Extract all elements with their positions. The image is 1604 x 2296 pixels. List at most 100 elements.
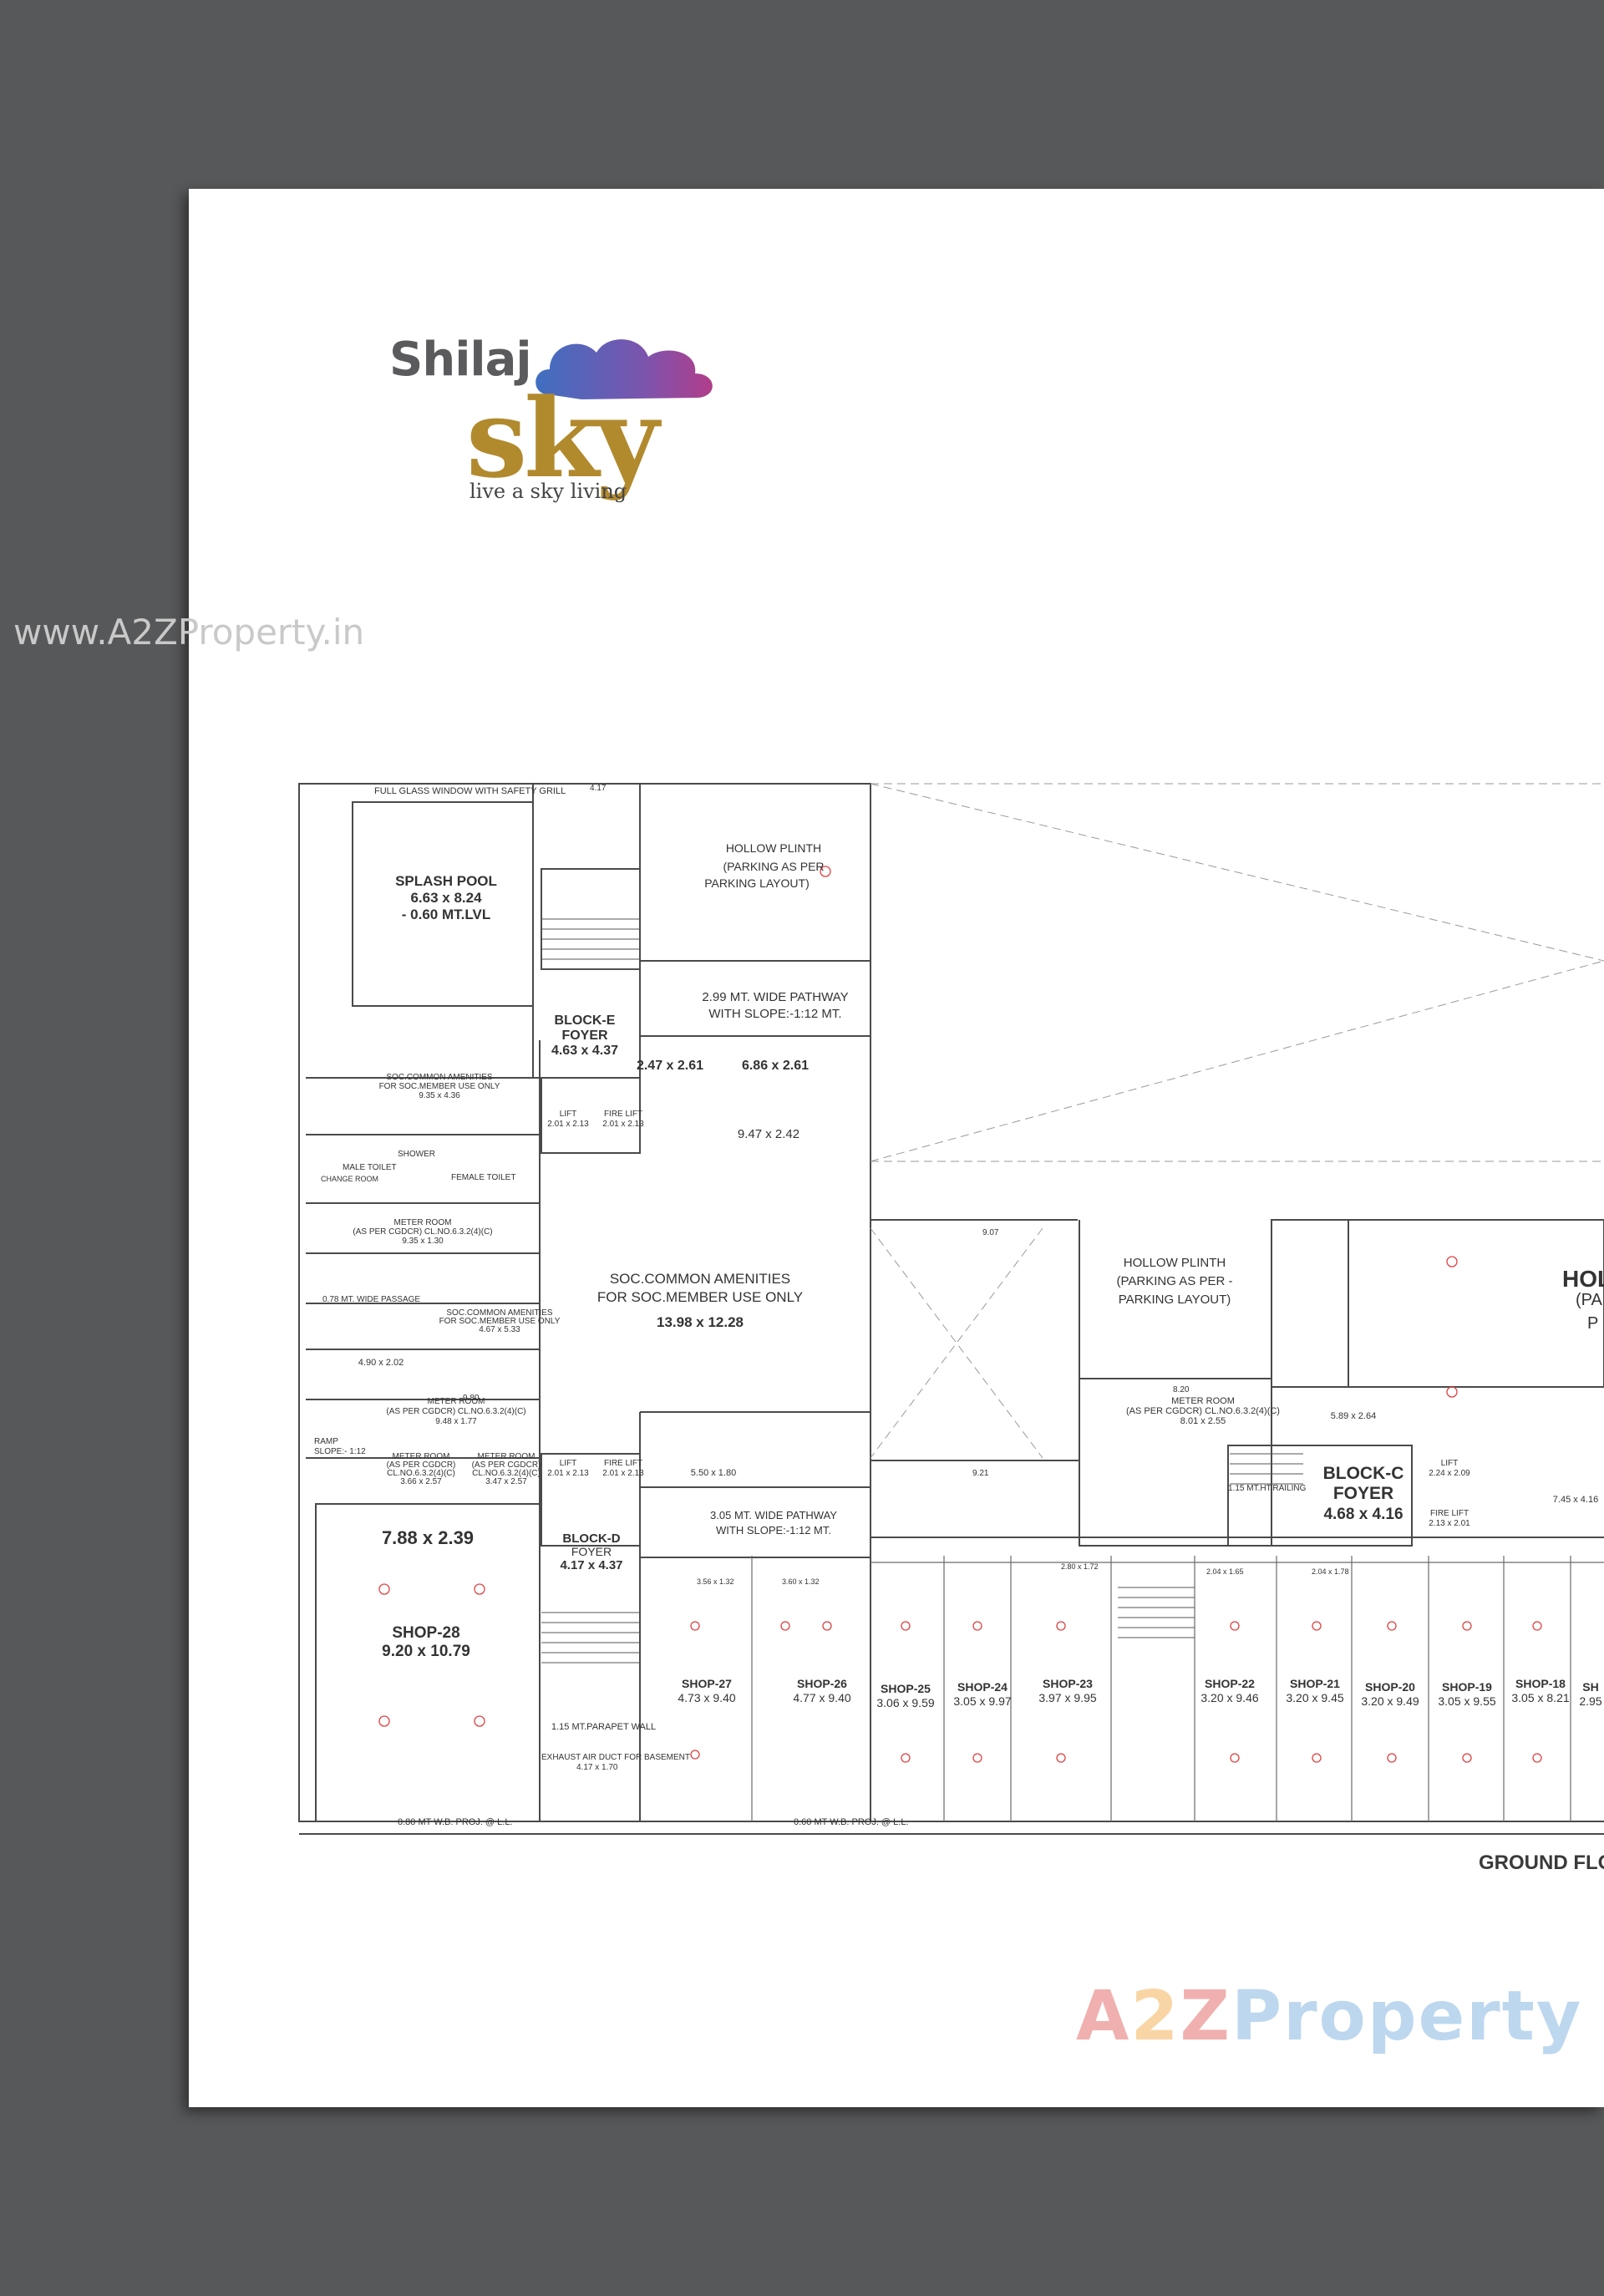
label-lift-c-size: 2.24 x 2.09 <box>1429 1469 1470 1478</box>
label-room-947: 9.47 x 2.42 <box>738 1127 799 1141</box>
label-meter-room-1b: (AS PER CGDCR) CL.NO.6.3.2(4)(C) <box>353 1227 492 1237</box>
label-dim-907: 9.07 <box>982 1228 999 1237</box>
label-meter-room-2c: 9.48 x 1.77 <box>435 1417 477 1426</box>
label-hollow-plinth-2b: (PARKING AS PER - <box>1117 1274 1233 1288</box>
label-room-788: 7.88 x 2.39 <box>382 1527 474 1548</box>
cloud-icon <box>536 339 713 399</box>
label-change-room: CHANGE ROOM <box>321 1175 378 1183</box>
label-pathway-1a: 2.99 MT. WIDE PATHWAY <box>702 990 848 1004</box>
label-soc-small-1: SOC.COMMON AMENITIES <box>386 1073 493 1082</box>
label-dim-204b: 2.04 x 1.78 <box>1312 1567 1349 1576</box>
shop-size: 3.05 x 9.97 <box>953 1694 1011 1708</box>
label-splash-pool-level: - 0.60 MT.LVL <box>402 907 490 922</box>
label-soc-3-3: 4.67 x 5.33 <box>479 1325 520 1334</box>
shop-name: SHOP-20 <box>1365 1680 1415 1694</box>
floor-title: GROUND FLOO <box>1479 1852 1604 1874</box>
label-hollow-plinth-3a: HOL <box>1562 1266 1604 1292</box>
label-pathway-2a: 3.05 MT. WIDE PATHWAY <box>710 1509 837 1521</box>
a2z-letter-2: 2 <box>1130 1977 1180 2056</box>
label-hollow-plinth-2a: HOLLOW PLINTH <box>1124 1256 1226 1270</box>
brand-name-main: sky <box>466 374 659 502</box>
label-fire-lift-e: FIRE LIFT <box>604 1110 642 1119</box>
label-railing: 1.15 MT.HT.RAILING <box>1228 1484 1307 1493</box>
label-soc-3-2: FOR SOC.MEMBER USE ONLY <box>439 1317 561 1326</box>
label-block-e-foyer: FOYER <box>561 1029 608 1043</box>
label-fire-lift-c: FIRE LIFT <box>1430 1509 1469 1518</box>
brand-tagline: live a sky living <box>470 480 627 503</box>
label-room-686: 6.86 x 2.61 <box>742 1059 809 1073</box>
label-parapet: 1.15 MT.PARAPET WALL <box>551 1722 656 1732</box>
label-fire-lift-d: FIRE LIFT <box>604 1459 642 1468</box>
label-passage: 0.78 MT. WIDE PASSAGE <box>322 1295 420 1304</box>
plan-walls <box>298 783 1604 1835</box>
a2z-letter-a: A <box>1076 1977 1131 2056</box>
label-dim-360: 3.60 x 1.32 <box>782 1577 820 1586</box>
shop-name: SHOP-25 <box>881 1682 931 1695</box>
a2z-property-logo: A2ZProperty <box>1076 1977 1582 2056</box>
shop-size: 2.95 <box>1579 1694 1601 1708</box>
label-room-589: 5.89 x 2.64 <box>1331 1411 1376 1421</box>
label-soc-large-1: SOC.COMMON AMENITIES <box>610 1271 790 1287</box>
shop-dividers <box>751 1556 1604 1821</box>
label-dim-980: 9.80 <box>463 1394 480 1403</box>
label-meter-room-2b: (AS PER CGDCR) CL.NO.6.3.2(4)(C) <box>386 1407 525 1416</box>
shop-name: SHOP-24 <box>957 1680 1008 1694</box>
label-soc-large-2: FOR SOC.MEMBER USE ONLY <box>597 1289 803 1305</box>
shop-size: 3.05 x 8.21 <box>1511 1691 1569 1704</box>
label-block-c-size: 4.68 x 4.16 <box>1323 1506 1403 1523</box>
shop-size: 3.97 x 9.95 <box>1038 1691 1096 1704</box>
shop-name: SHOP-21 <box>1290 1677 1340 1690</box>
plan-labels: FULL GLASS WINDOW WITH SAFETY GRILL SPLA… <box>314 784 1604 1827</box>
label-splash-pool-size: 6.63 x 8.24 <box>410 890 482 906</box>
label-wb-proj-2: 0.60 MT W.B. PROJ. @ L.L. <box>794 1817 909 1827</box>
label-meter-room-5c: CL.NO.6.3.2(4)(C) <box>472 1469 541 1478</box>
label-dim-417: 4.17 <box>590 784 607 793</box>
column-markers <box>378 866 1542 1763</box>
label-male-toilet: MALE TOILET <box>343 1163 397 1172</box>
label-room-247: 2.47 x 2.61 <box>637 1059 703 1073</box>
label-meter-room-5a: METER ROOM <box>478 1452 536 1461</box>
brochure-sheet <box>189 189 1604 2107</box>
shop-name: SHOP-23 <box>1043 1677 1093 1690</box>
shop-name: SHOP-26 <box>797 1677 847 1690</box>
label-splash-pool: SPLASH POOL <box>395 873 497 889</box>
label-hollow-plinth-2c: PARKING LAYOUT) <box>1119 1293 1231 1307</box>
label-shower: SHOWER <box>398 1150 435 1159</box>
label-meter-room-4b: (AS PER CGDCR) <box>387 1460 456 1470</box>
label-lift-d-size: 2.01 x 2.13 <box>547 1469 589 1478</box>
label-fire-lift-c-size: 2.13 x 2.01 <box>1429 1519 1470 1528</box>
label-soc-large-size: 13.98 x 12.28 <box>657 1314 744 1330</box>
label-pathway-2b: WITH SLOPE:-1:12 MT. <box>716 1524 831 1537</box>
label-hollow-plinth-3b: (PA <box>1576 1291 1603 1309</box>
shop-name: SHOP-18 <box>1515 1677 1566 1690</box>
label-soc-3-1: SOC.COMMON AMENITIES <box>446 1308 553 1318</box>
shop-size: 3.20 x 9.46 <box>1200 1691 1258 1704</box>
label-block-c-foyer: FOYER <box>1333 1484 1393 1503</box>
label-meter-room-3b: (AS PER CGDCR) CL.NO.6.3.2(4)(C) <box>1126 1406 1280 1416</box>
shop-size: 9.20 x 10.79 <box>382 1643 470 1660</box>
shop-size: 4.77 x 9.40 <box>793 1691 850 1704</box>
label-dim-820: 8.20 <box>1173 1385 1190 1394</box>
brand-name-top: Shilaj <box>389 333 532 387</box>
label-pathway-1b: WITH SLOPE:-1:12 MT. <box>708 1007 841 1021</box>
shop-size: 3.20 x 9.45 <box>1286 1691 1343 1704</box>
label-glass-window-top: FULL GLASS WINDOW WITH SAFETY GRILL <box>374 786 566 796</box>
label-meter-room-2a: METER ROOM <box>428 1397 485 1406</box>
shop-name: SH <box>1582 1680 1598 1694</box>
watermark-url: www.A2ZProperty.in <box>13 612 365 653</box>
label-meter-room-5d: 3.47 x 2.57 <box>485 1477 527 1486</box>
label-dim-921: 9.21 <box>972 1469 989 1478</box>
label-exhaust: EXHAUST AIR DUCT FOR BASEMENT <box>541 1753 690 1762</box>
label-lift-c: LIFT <box>1441 1459 1459 1468</box>
label-meter-room-1c: 9.35 x 1.30 <box>402 1237 444 1246</box>
label-meter-room-5b: (AS PER CGDCR) <box>472 1460 541 1470</box>
label-dim-204a: 2.04 x 1.65 <box>1206 1567 1244 1576</box>
label-block-c: BLOCK-C <box>1323 1464 1404 1483</box>
shop-size: 3.05 x 9.55 <box>1438 1694 1495 1708</box>
label-ramp-slope: SLOPE:- 1:12 <box>314 1447 366 1456</box>
label-meter-room-1a: METER ROOM <box>394 1218 452 1227</box>
label-ramp: RAMP <box>314 1437 338 1446</box>
dashed-hatch-lines <box>870 783 1604 1459</box>
label-wb-proj: 0.80 MT W.B. PROJ. @ L.L. <box>398 1817 513 1827</box>
